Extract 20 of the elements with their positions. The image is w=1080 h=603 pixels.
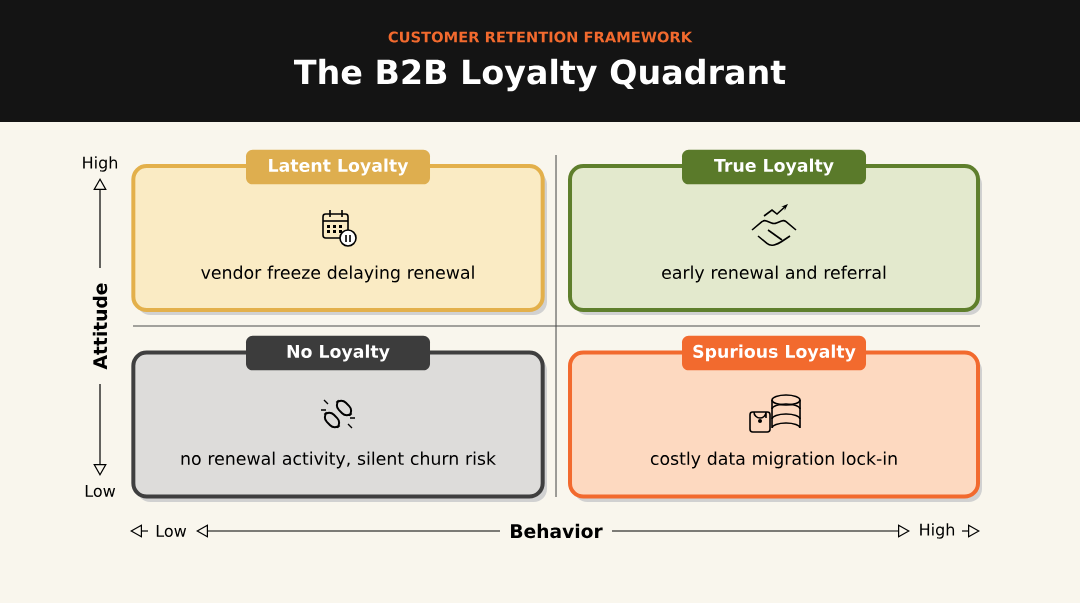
axis-title: Behavior — [511, 523, 603, 539]
kicker: CUSTOMER RETENTION FRAMEWORK — [388, 31, 693, 43]
heading-tab: Latent Loyalty — [246, 149, 430, 185]
axis-label: High — [920, 523, 955, 539]
heading-tab: Spurious Loyalty — [682, 335, 866, 371]
axis-label: High — [83, 156, 118, 172]
axis-title: Attitude — [92, 283, 108, 370]
description: no renewal activity, silent churn risk — [181, 451, 496, 469]
quadrant-box — [568, 335, 982, 502]
description: early renewal and referral — [662, 265, 886, 283]
quadrant-box — [131, 149, 547, 315]
heading-tab: No Loyalty — [246, 335, 430, 371]
quadrant-box — [568, 149, 982, 315]
heading-tab: True Loyalty — [682, 149, 866, 185]
quadrant-box — [131, 335, 547, 502]
axis-label: Low — [85, 485, 116, 497]
axis-label: Low — [156, 525, 187, 537]
title: The B2B Loyalty Quadrant — [294, 58, 786, 92]
description: costly data migration lock-in — [650, 451, 897, 469]
description: vendor freeze delaying renewal — [201, 265, 474, 283]
